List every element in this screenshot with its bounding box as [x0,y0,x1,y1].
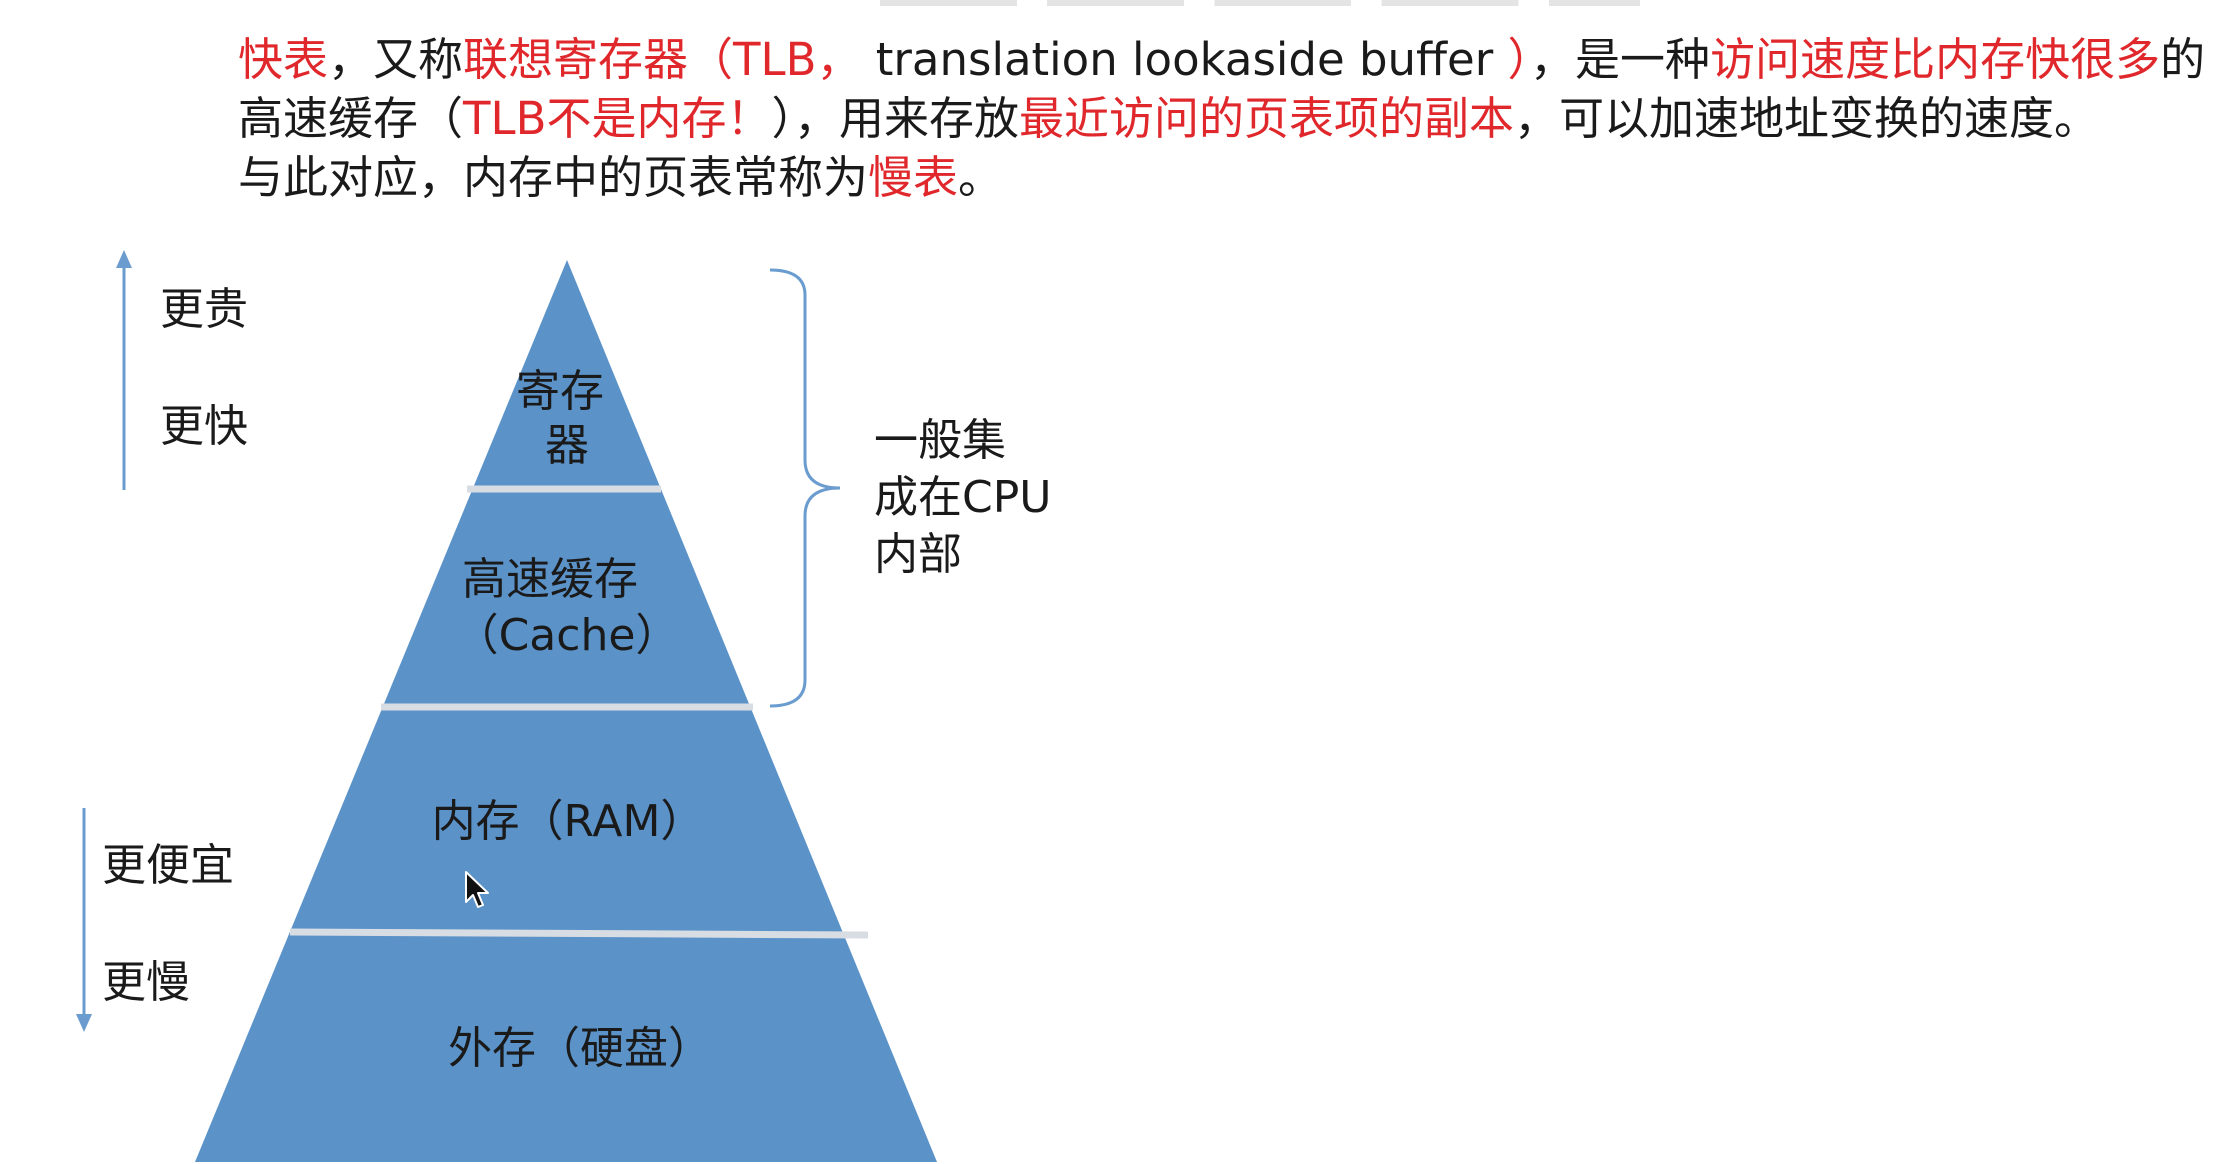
body-text: 。 [958,151,1004,204]
mouse-pointer-icon [465,871,489,908]
brace-note: 一般集 成在CPU 内部 [874,415,1065,580]
paragraph-line-2: 高速缓存（TLB不是内存！），用来存放最近访问的页表项的副本，可以加速地址变换的… [238,89,2228,148]
highlighted-text: 慢表 [868,151,959,204]
highlighted-text: 访问速度比内存快很多 [1710,33,2161,86]
label-more-expensive: 更贵 [160,284,248,335]
highlighted-text: 最近访问的页表项的副本 [1018,92,1514,145]
highlighted-text: 快表 [238,33,329,86]
tlb-definition-paragraph: 快表，又称联想寄存器（TLB， translation lookaside bu… [238,30,2228,207]
level-label-disk: 外存（硬盘） [448,1023,712,1074]
body-text: ，可以加速地址变换的速度。 [1513,92,2099,145]
body-text: 与此对应，内存中的页表常称为 [238,151,869,204]
level-label-ram: 内存（RAM） [432,796,705,847]
paragraph-line-1: 快表，又称联想寄存器（TLB， translation lookaside bu… [238,30,2228,89]
body-text: 的 [2160,33,2206,86]
down-arrow [76,808,92,1032]
level-label-cache: 高速缓存 （Cache） [455,554,680,661]
right-curly-brace [769,268,841,708]
body-text: ，又称 [328,33,464,86]
highlighted-text: TLB不是内存！ [463,92,772,145]
highlighted-text: 联想寄存器（TLB， [463,33,862,86]
label-cheaper: 更便宜 [102,840,234,891]
paragraph-line-3: 与此对应，内存中的页表常称为慢表。 [238,148,2228,207]
body-text: translation lookaside buffer [861,33,1508,86]
separator-ram-disk [289,928,869,939]
body-text: ），用来存放 [771,92,1019,145]
highlighted-text: ） [1507,33,1531,86]
top-edge-strip [880,0,1640,6]
label-faster: 更快 [160,401,248,452]
label-slower: 更慢 [102,957,190,1008]
body-text: 高速缓存（ [238,92,464,145]
up-arrow [116,250,132,490]
level-label-register: 寄存 器 [516,366,618,471]
body-text: ，是一种 [1530,33,1711,86]
